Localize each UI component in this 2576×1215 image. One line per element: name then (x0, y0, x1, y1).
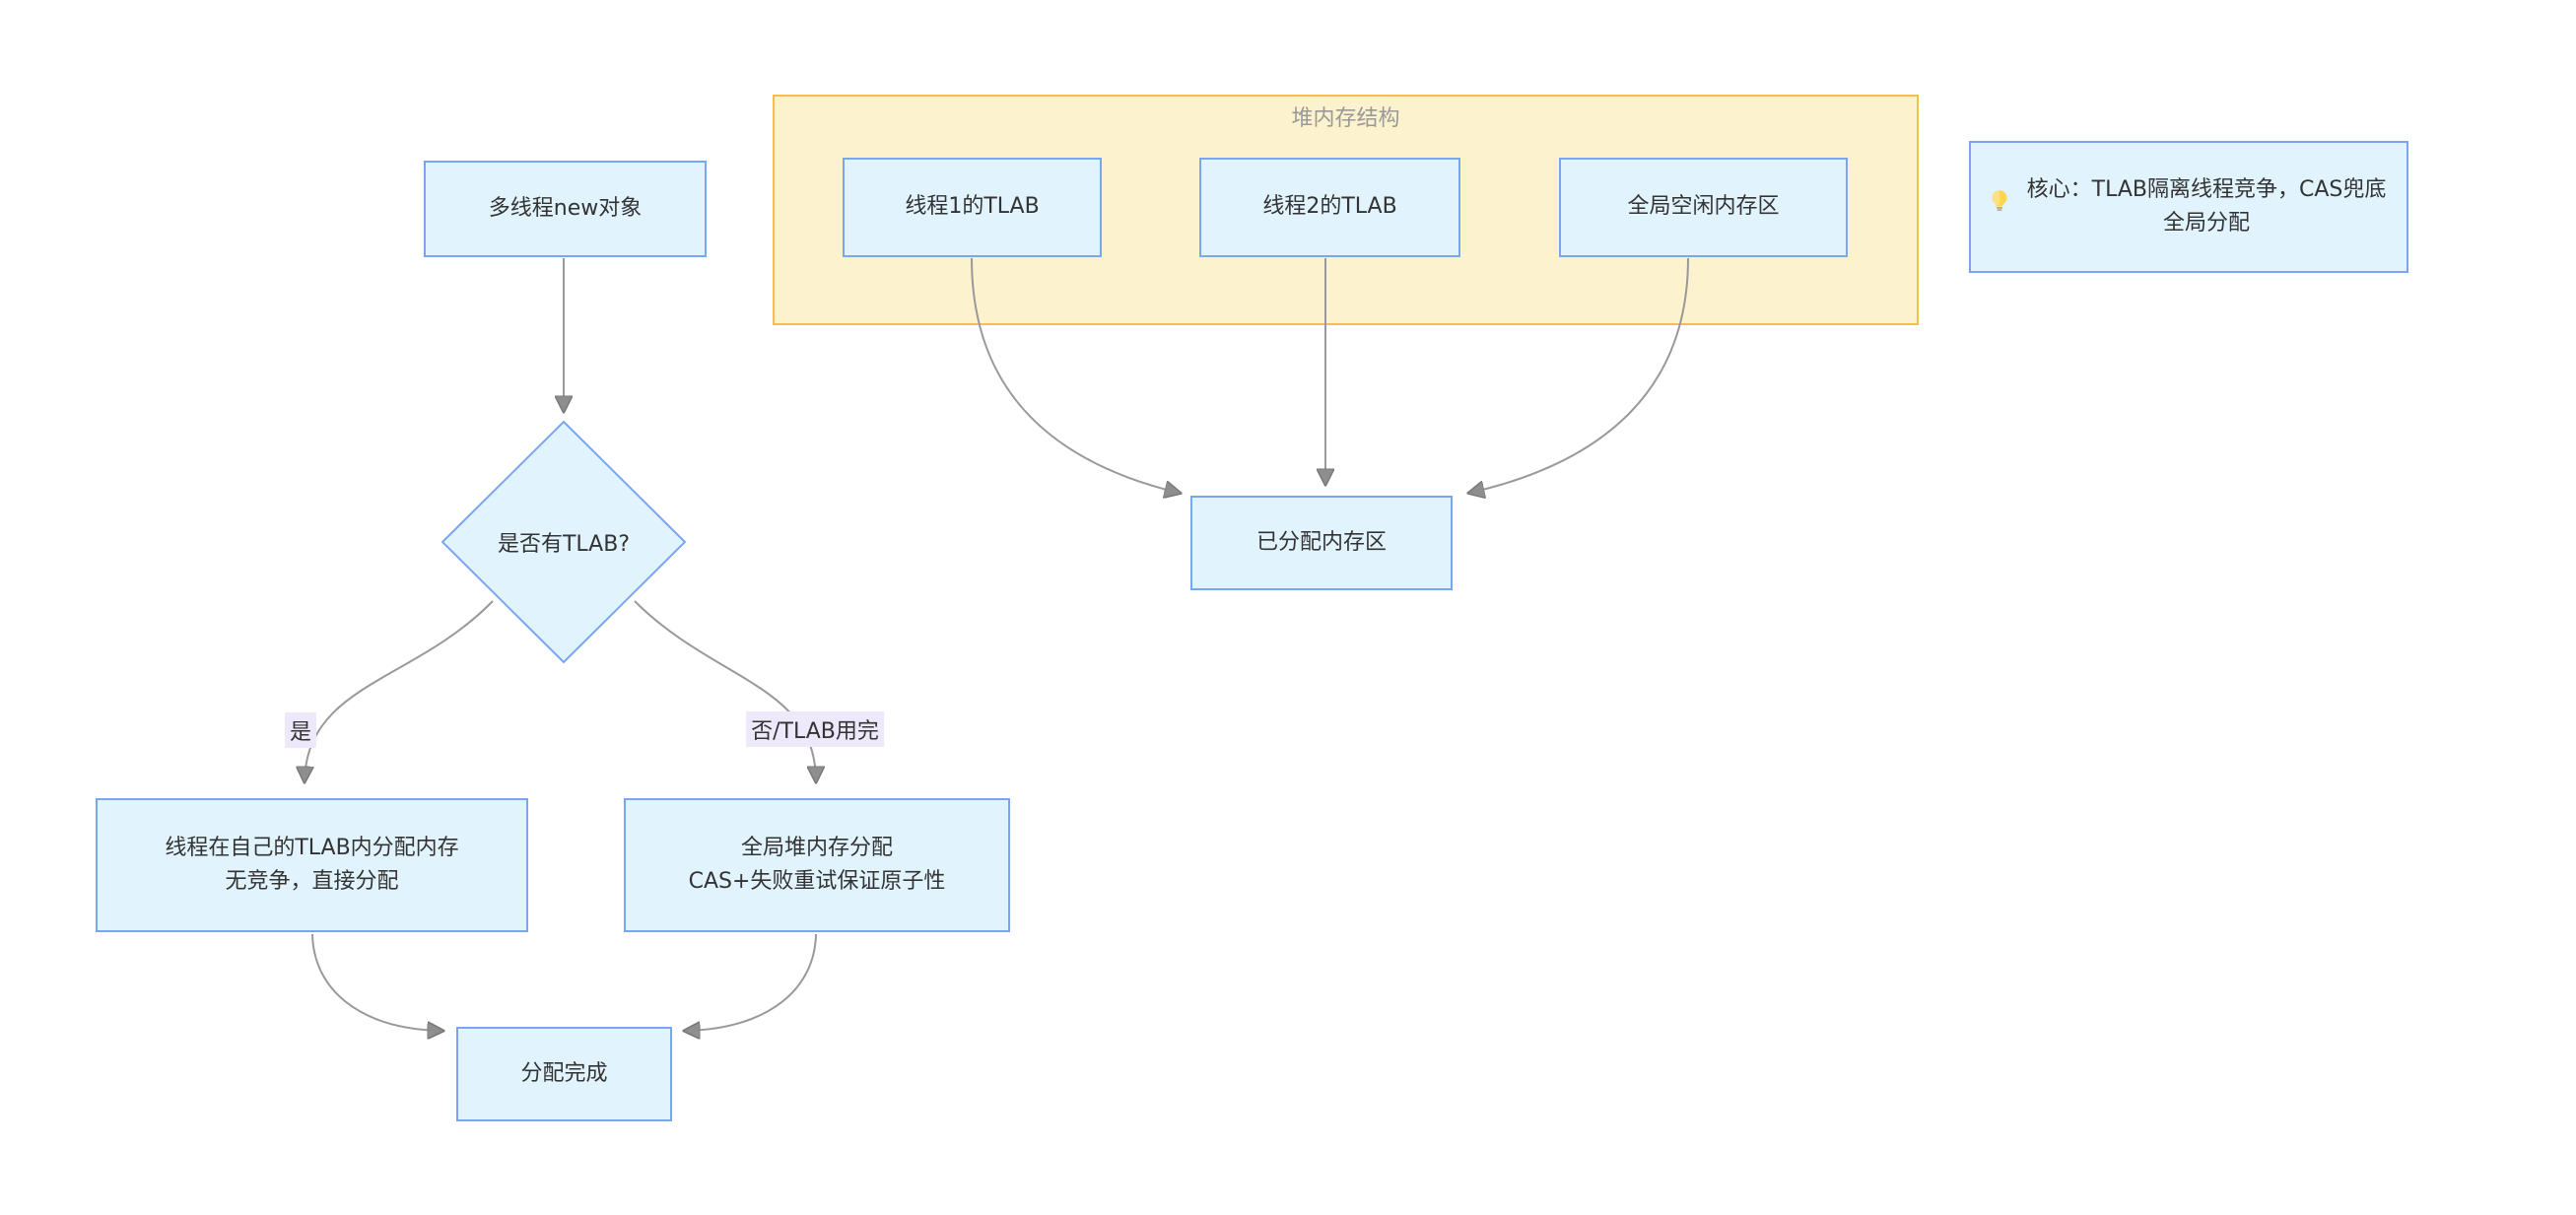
node-start-label: 多线程new对象 (488, 195, 643, 221)
node-tlab-alloc: 线程在自己的TLAB内分配内存 无竞争，直接分配 (96, 798, 528, 932)
edge-tlab-alloc-to-done (311, 933, 441, 1031)
node-done-label: 分配完成 (520, 1060, 608, 1086)
node-thread2-tlab: 线程2的TLAB (1199, 158, 1460, 257)
edge-label-yes: 是 (284, 712, 317, 748)
edge-label-no: 否/TLAB用完 (746, 711, 884, 747)
node-thread1-tlab: 线程1的TLAB (843, 158, 1102, 257)
node-global-free-label: 全局空闲内存区 (1627, 194, 1780, 220)
node-global-alloc-line2: CAS+失败重试保证原子性 (688, 869, 946, 894)
heap-structure-title: 堆内存结构 (1291, 106, 1400, 131)
edge-global-alloc-to-done (686, 933, 817, 1031)
lightbulb-icon (1987, 188, 2012, 225)
node-tlab-alloc-line2: 无竞争，直接分配 (225, 869, 399, 894)
node-allocated: 已分配内存区 (1190, 496, 1453, 590)
node-decision-label: 是否有TLAB? (497, 532, 631, 557)
node-allocated-label: 已分配内存区 (1255, 529, 1387, 555)
node-done: 分配完成 (456, 1027, 672, 1121)
node-global-alloc-line1: 全局堆内存分配 (740, 835, 893, 860)
node-thread2-tlab-label: 线程2的TLAB (1262, 194, 1397, 220)
node-tlab-alloc-line1: 线程在自己的TLAB内分配内存 (165, 835, 459, 860)
note-box: 核心：TLAB隔离线程竞争，CAS兜底全局分配 (1969, 141, 2408, 273)
note-text: 核心：TLAB隔离线程竞争，CAS兜底全局分配 (2026, 176, 2387, 236)
edge-decision-to-tlab-alloc (305, 600, 494, 780)
node-thread1-tlab-label: 线程1的TLAB (905, 194, 1040, 220)
node-start: 多线程new对象 (424, 161, 707, 257)
node-global-free: 全局空闲内存区 (1559, 158, 1848, 257)
edge-decision-to-global-alloc (634, 600, 816, 780)
node-global-alloc: 全局堆内存分配 CAS+失败重试保证原子性 (624, 798, 1010, 932)
